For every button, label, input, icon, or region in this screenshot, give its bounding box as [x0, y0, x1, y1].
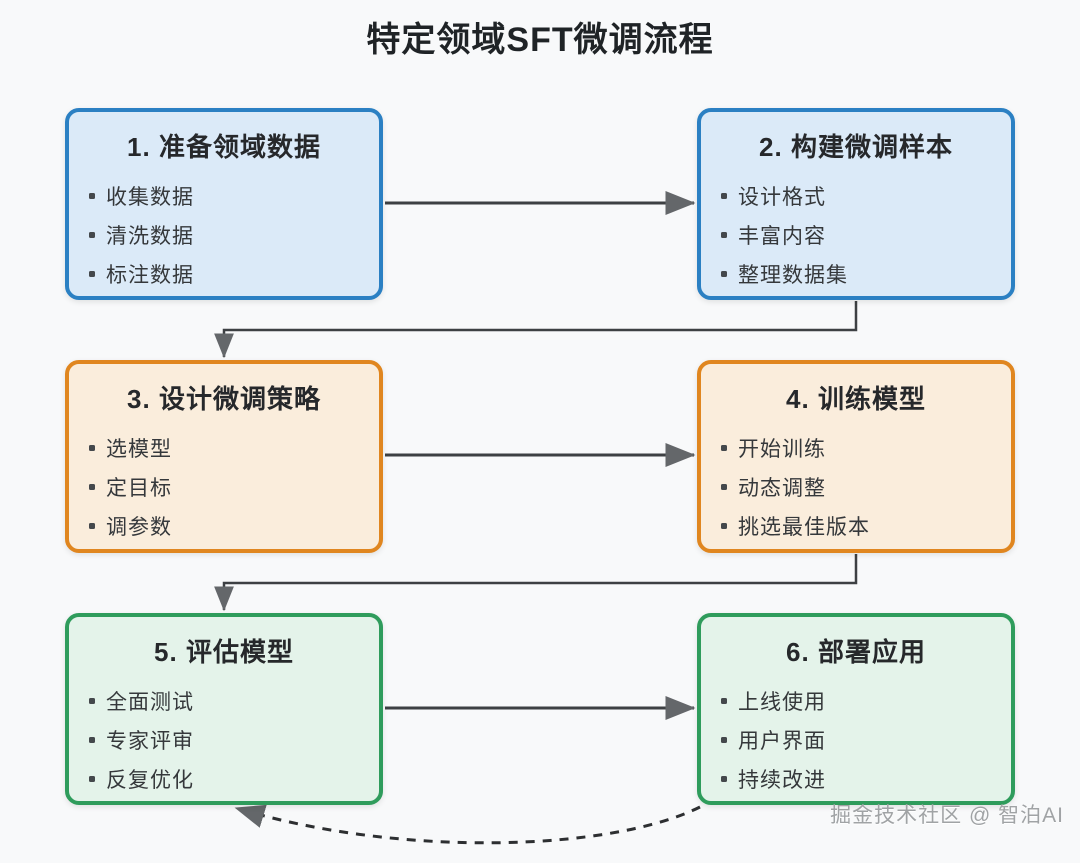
bullet-icon — [89, 270, 95, 277]
step-6-heading: 6. 部署应用 — [786, 637, 926, 667]
list-item-label: 持续改进 — [738, 768, 826, 792]
bullet-icon — [721, 192, 727, 199]
bullet-icon — [721, 444, 727, 451]
step-5-heading: 5. 评估模型 — [154, 637, 294, 667]
connector-step4-to-step5 — [214, 554, 858, 612]
step-2-heading: 2. 构建微调样本 — [759, 132, 953, 162]
step-3-items: 选模型 定目标 调参数 — [69, 428, 379, 545]
step-1-heading: 1. 准备领域数据 — [127, 132, 321, 162]
list-item: 上线使用 — [721, 681, 1001, 720]
bullet-icon — [721, 231, 727, 238]
list-item-label: 调参数 — [106, 515, 172, 539]
step-1-box: 1. 准备领域数据 收集数据 清洗数据 标注数据 — [65, 108, 383, 300]
list-item: 反复优化 — [89, 759, 369, 798]
step-2-items: 设计格式 丰富内容 整理数据集 — [701, 176, 1011, 293]
bullet-icon — [89, 736, 95, 743]
list-item: 挑选最佳版本 — [721, 506, 1001, 545]
step-4-heading: 4. 训练模型 — [786, 384, 926, 414]
bullet-icon — [721, 270, 727, 277]
list-item: 持续改进 — [721, 759, 1001, 798]
list-item-label: 全面测试 — [106, 690, 194, 714]
step-4-box: 4. 训练模型 开始训练 动态调整 挑选最佳版本 — [697, 360, 1015, 553]
list-item: 全面测试 — [89, 681, 369, 720]
list-item-label: 选模型 — [106, 437, 172, 461]
list-item: 整理数据集 — [721, 254, 1001, 293]
list-item: 标注数据 — [89, 254, 369, 293]
list-item: 定目标 — [89, 467, 369, 506]
page-title: 特定领域SFT微调流程 — [366, 21, 714, 59]
list-item: 设计格式 — [721, 176, 1001, 215]
list-item-label: 丰富内容 — [738, 224, 826, 248]
list-item-label: 用户界面 — [738, 729, 826, 753]
list-item-label: 挑选最佳版本 — [738, 515, 870, 539]
step-6-items: 上线使用 用户界面 持续改进 — [701, 681, 1011, 798]
step-3-box: 3. 设计微调策略 选模型 定目标 调参数 — [65, 360, 383, 553]
list-item-label: 专家评审 — [106, 729, 194, 753]
list-item-label: 清洗数据 — [106, 224, 194, 248]
list-item: 开始训练 — [721, 428, 1001, 467]
bullet-icon — [721, 522, 727, 529]
list-item-label: 动态调整 — [738, 476, 826, 500]
bullet-icon — [721, 775, 727, 782]
step-6-box: 6. 部署应用 上线使用 用户界面 持续改进 — [697, 613, 1015, 805]
bullet-icon — [89, 775, 95, 782]
step-1-items: 收集数据 清洗数据 标注数据 — [69, 176, 379, 293]
list-item: 用户界面 — [721, 720, 1001, 759]
list-item: 收集数据 — [89, 176, 369, 215]
list-item-label: 反复优化 — [106, 768, 194, 792]
bullet-icon — [721, 483, 727, 490]
list-item: 选模型 — [89, 428, 369, 467]
bullet-icon — [721, 736, 727, 743]
bullet-icon — [721, 697, 727, 704]
bullet-icon — [89, 483, 95, 490]
bullet-icon — [89, 231, 95, 238]
list-item-label: 收集数据 — [106, 185, 194, 209]
feedback-arrow-step6-to-step5 — [234, 804, 701, 845]
bullet-icon — [89, 697, 95, 704]
list-item: 丰富内容 — [721, 215, 1001, 254]
list-item: 专家评审 — [89, 720, 369, 759]
list-item: 调参数 — [89, 506, 369, 545]
step-2-box: 2. 构建微调样本 设计格式 丰富内容 整理数据集 — [697, 108, 1015, 300]
list-item-label: 标注数据 — [106, 263, 194, 287]
list-item-label: 设计格式 — [738, 185, 826, 209]
bullet-icon — [89, 522, 95, 529]
step-3-heading: 3. 设计微调策略 — [127, 384, 321, 414]
list-item-label: 上线使用 — [738, 690, 826, 714]
connector-step2-to-step3 — [214, 301, 858, 359]
step-4-items: 开始训练 动态调整 挑选最佳版本 — [701, 428, 1011, 545]
bullet-icon — [89, 192, 95, 199]
list-item: 清洗数据 — [89, 215, 369, 254]
bullet-icon — [89, 444, 95, 451]
list-item-label: 定目标 — [106, 476, 172, 500]
list-item-label: 开始训练 — [738, 437, 826, 461]
step-5-box: 5. 评估模型 全面测试 专家评审 反复优化 — [65, 613, 383, 805]
step-5-items: 全面测试 专家评审 反复优化 — [69, 681, 379, 798]
list-item-label: 整理数据集 — [738, 263, 848, 287]
list-item: 动态调整 — [721, 467, 1001, 506]
watermark-text: 掘金技术社区 @ 智泊AI — [830, 804, 1064, 827]
